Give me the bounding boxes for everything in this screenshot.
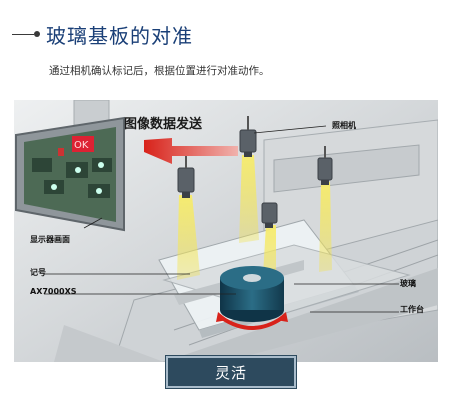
arrow-icon	[144, 138, 238, 164]
leader-lines	[44, 125, 399, 313]
monitor-ok-text: OK	[74, 140, 89, 151]
glass-label: 玻璃	[400, 279, 416, 288]
camera-label: 照相机	[332, 121, 356, 130]
page-subtitle: 通过相机确认标记后，根据位置进行对准动作。	[49, 65, 270, 77]
camera-icon	[239, 116, 257, 157]
image-data-send-label: 图像数据发送	[124, 117, 203, 132]
page-title: 玻璃基板的对准	[46, 24, 193, 48]
flexible-button[interactable]: 灵活	[166, 356, 296, 388]
display-label: 显示器画面	[30, 235, 70, 244]
camera-icon	[261, 202, 278, 228]
mark-label: 记号	[30, 268, 46, 277]
camera-icon	[317, 146, 333, 185]
alignment-diagram: OK	[14, 100, 438, 362]
light-beams	[177, 155, 332, 292]
rotation-arrow-icon	[216, 312, 288, 330]
monitor-icon: OK	[15, 116, 125, 232]
header-dot	[34, 31, 40, 37]
diagram-canvas: OK	[14, 100, 438, 362]
worktable-label: 工作台	[400, 305, 424, 314]
header-line	[12, 34, 34, 35]
camera-icon	[177, 155, 195, 198]
model-label: AX7000XS	[30, 287, 77, 296]
